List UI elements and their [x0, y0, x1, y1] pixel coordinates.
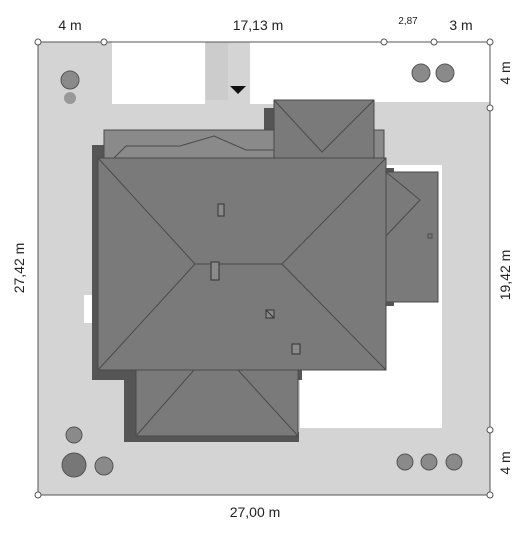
dimension-lines: [37, 41, 491, 496]
tree-icon: [60, 70, 80, 90]
tree-icon: [445, 453, 463, 471]
dim-top-left: 4 m: [58, 17, 81, 33]
dim-bottom-total: 27,00 m: [230, 504, 281, 520]
clear-area-top-right: [250, 42, 282, 104]
dim-top-right: 3 m: [449, 17, 472, 33]
garage-roof: [273, 99, 375, 159]
roof-hip: [97, 263, 196, 371]
chimney: [217, 203, 225, 217]
garage-roof-hips: [273, 99, 375, 153]
side-wing-roof: [385, 171, 439, 303]
roof-hip: [281, 263, 387, 371]
dim-left-total: 27,42 m: [11, 243, 27, 294]
side-wing-chimney: [427, 233, 433, 239]
chimney: [210, 261, 220, 281]
dim-right-top: 4 m: [497, 61, 513, 84]
roof-hip: [281, 157, 387, 265]
dim-top-middle: 17,13 m: [233, 17, 284, 33]
tree-icon: [420, 453, 438, 471]
clear-area-top: [112, 42, 205, 104]
tree-icon: [396, 453, 414, 471]
skylight-cross: [265, 309, 275, 319]
dim-right-bottom: 4 m: [497, 451, 513, 474]
tree-icon: [411, 63, 431, 83]
dim-top-small: 2,87: [398, 16, 418, 27]
tree-icon: [94, 456, 114, 476]
side-wing-hips: [385, 171, 421, 237]
roof-hip: [97, 157, 196, 265]
tree-icon: [64, 92, 76, 104]
lower-wing-roof: [135, 369, 299, 437]
tree-icon: [65, 426, 83, 444]
chimney: [291, 343, 301, 355]
driveway: [206, 42, 228, 100]
tree-icon: [435, 63, 455, 83]
entrance-arrow-icon: [230, 86, 246, 94]
garage-shadow: [264, 108, 276, 130]
dim-right-middle: 19,42 m: [497, 250, 513, 301]
wing-shadow-bottom: [124, 432, 299, 442]
dimension-markers: [34, 38, 494, 499]
tree-icon: [61, 452, 87, 478]
